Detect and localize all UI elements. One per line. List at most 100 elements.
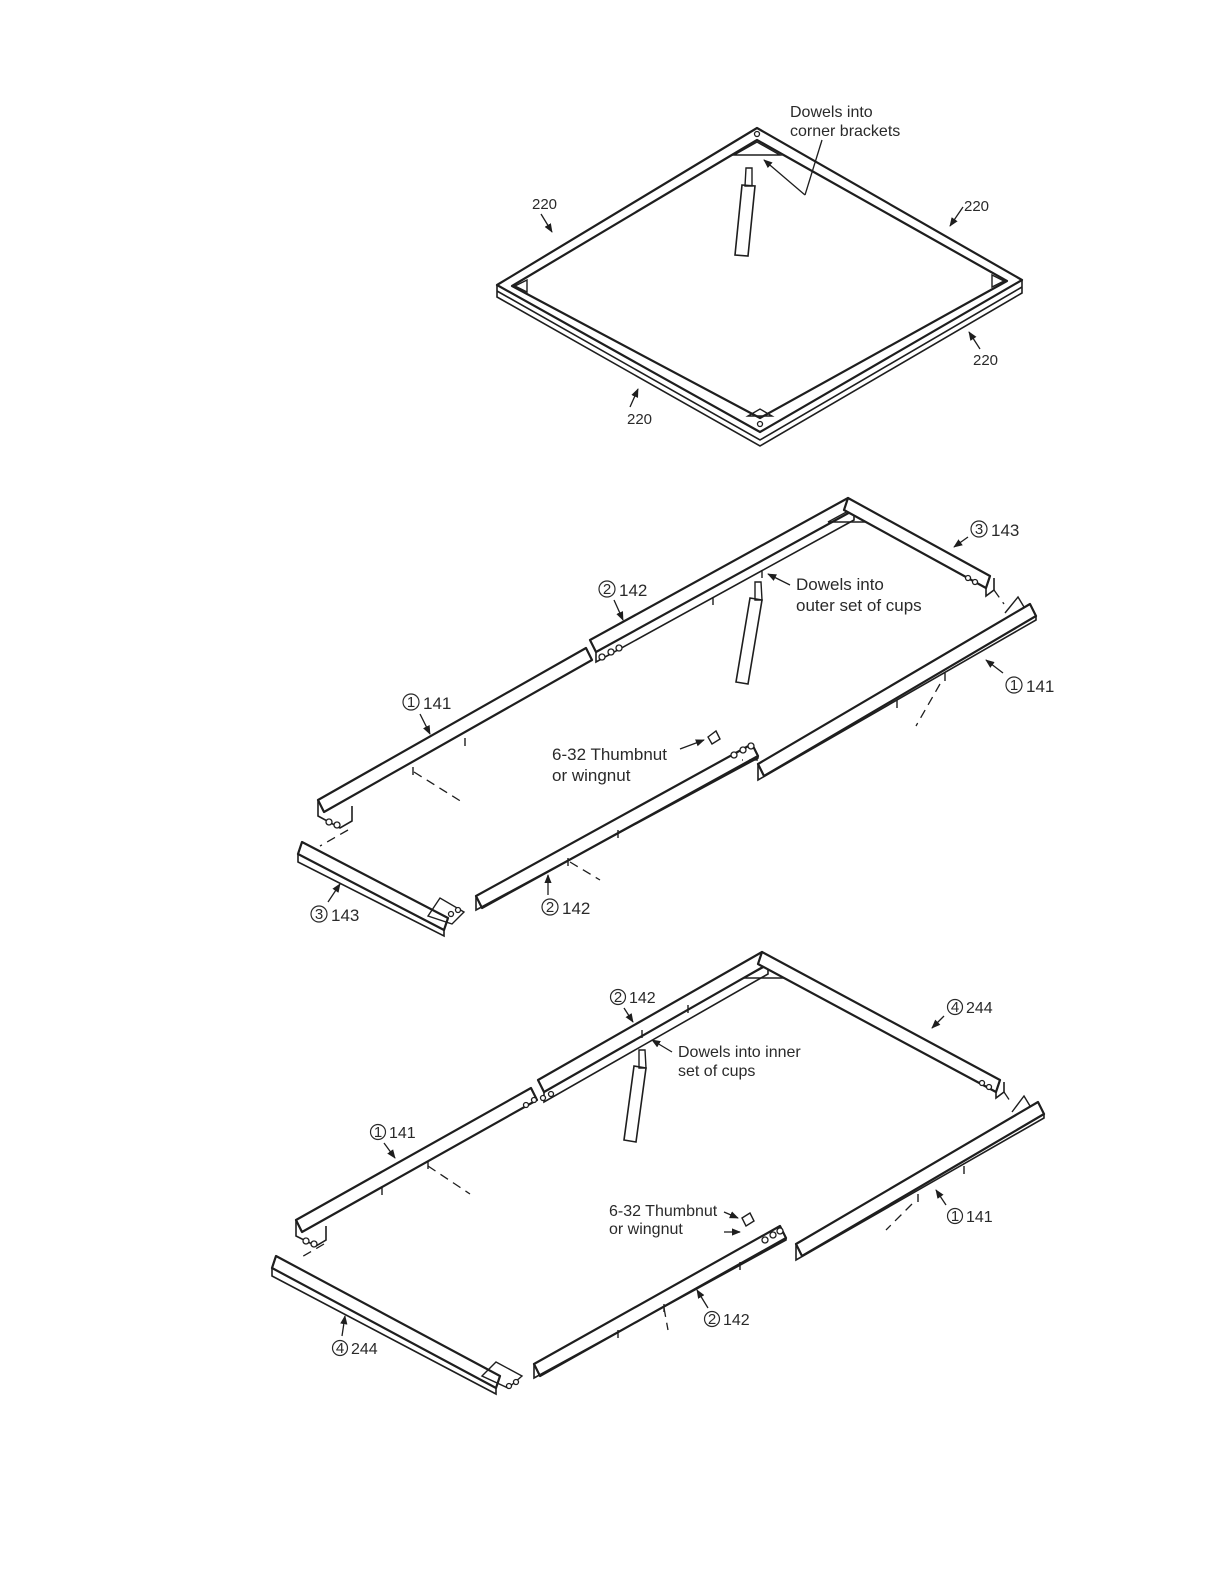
wingnut-icon (708, 731, 720, 744)
guide-line (886, 1204, 912, 1230)
part-number: 4 (336, 1340, 344, 1357)
part-arrow (384, 1143, 395, 1158)
callout-corner-brackets-line1: Dowels into (790, 104, 873, 121)
joint-hole (740, 747, 746, 753)
part-ref: 143 (991, 521, 1019, 540)
ref-220-lower-right: 220 (973, 352, 998, 369)
joint-hole (532, 1098, 537, 1103)
part-arrow (986, 660, 1003, 673)
callout-arrow (724, 1212, 738, 1218)
ref-arrow-upper-left (541, 214, 552, 232)
rail-hole (311, 1241, 317, 1247)
part-label-141-left: 1 141 (371, 1124, 416, 1158)
part-label-143-upper-right: 3 143 (954, 521, 1019, 547)
part-arrow (954, 537, 968, 547)
guide-line (570, 862, 600, 880)
rail-141-right (758, 597, 1036, 780)
part-number: 1 (1010, 677, 1018, 694)
part-arrow (697, 1290, 708, 1308)
part-arrow (420, 714, 430, 734)
rail-body (534, 1226, 786, 1376)
rail-body (796, 1102, 1044, 1256)
dowel-pole (736, 598, 762, 684)
part-arrow (936, 1190, 946, 1205)
part-number: 3 (975, 521, 983, 538)
joint-hole (549, 1092, 554, 1097)
callout-inner-cups-line2: set of cups (678, 1063, 755, 1080)
guide-line (994, 590, 1004, 604)
joint-hole (731, 752, 737, 758)
joint-hole (762, 1237, 768, 1243)
ref-220-upper-right: 220 (964, 198, 989, 215)
corner-hole-top (755, 132, 760, 137)
wingnut-icon (742, 1213, 754, 1226)
part-ref: 142 (629, 990, 656, 1007)
ref-arrow-lower-right (969, 332, 980, 349)
callout-thumbnut-line2: or wingnut (609, 1221, 683, 1238)
rail-141-left (318, 648, 592, 828)
part-arrow (328, 884, 340, 902)
part-arrow (342, 1316, 345, 1336)
dowel-tip (755, 582, 762, 600)
rail-hole (987, 1085, 992, 1090)
part-arrow (614, 600, 623, 620)
part-ref: 244 (351, 1341, 378, 1358)
ref-arrow-upper-right (950, 207, 963, 226)
frame-inner-outline (512, 140, 1007, 418)
rail-body (272, 1256, 500, 1388)
part-arrow (624, 1008, 633, 1022)
callout-thumbnut-line1: 6-32 Thumbnut (552, 745, 667, 764)
part-ref: 141 (389, 1125, 416, 1142)
part-ref: 143 (331, 906, 359, 925)
part-number: 2 (614, 989, 622, 1006)
rail-141-right (796, 1096, 1044, 1260)
part-label-244-front: 4 244 (333, 1316, 378, 1358)
part-ref: 142 (619, 581, 647, 600)
rail-244-front (272, 1256, 522, 1394)
part-number: 1 (374, 1124, 382, 1141)
part-number: 2 (603, 581, 611, 598)
rail-hole (449, 912, 454, 917)
rail-hole (456, 908, 461, 913)
joint-hole (777, 1228, 783, 1234)
dowel-tip (639, 1050, 646, 1068)
part-number: 4 (951, 999, 959, 1016)
callout-arrow (652, 1040, 672, 1052)
part-number: 1 (951, 1208, 959, 1225)
guide-line (428, 1166, 470, 1194)
joint-hole (524, 1103, 529, 1108)
part-ref: 141 (966, 1209, 993, 1226)
rail-hole (507, 1384, 512, 1389)
callout-thumbnut-line2: or wingnut (552, 766, 631, 785)
rail-hole (973, 580, 978, 585)
rail-body (758, 952, 1000, 1092)
ref-220-bottom: 220 (627, 411, 652, 428)
part-ref: 142 (723, 1312, 750, 1329)
part-label-141-right: 1 141 (986, 660, 1054, 696)
rail-hole (966, 576, 971, 581)
joint-hole (608, 649, 614, 655)
callout-corner-brackets-line2: corner brackets (790, 123, 900, 140)
rail-body (758, 604, 1036, 776)
dowel-pole (624, 1066, 646, 1142)
rail-141-left (296, 1088, 537, 1247)
part-arrow (932, 1016, 944, 1028)
part-ref: 244 (966, 1000, 993, 1017)
part-number: 2 (546, 899, 554, 916)
rail-hole (334, 822, 340, 828)
rail-142-front (534, 1226, 786, 1378)
rail-hole (980, 1081, 985, 1086)
rail-body (296, 1088, 537, 1232)
ref-arrow-bottom (630, 389, 638, 407)
part-label-142-front: 2 142 (542, 875, 590, 918)
callout-thumbnut-line1: 6-32 Thumbnut (609, 1203, 718, 1220)
part-number: 1 (407, 694, 415, 711)
part-number: 3 (315, 906, 323, 923)
callout-arrow (768, 574, 790, 585)
part-number: 2 (708, 1311, 716, 1328)
joint-hole (599, 654, 605, 660)
rail-body (318, 648, 592, 812)
guide-line (320, 830, 348, 846)
inner-frame-figure: Dowels into inner set of cups 6-32 Thumb… (272, 952, 1044, 1394)
callout-inner-cups-line1: Dowels into inner (678, 1044, 801, 1061)
